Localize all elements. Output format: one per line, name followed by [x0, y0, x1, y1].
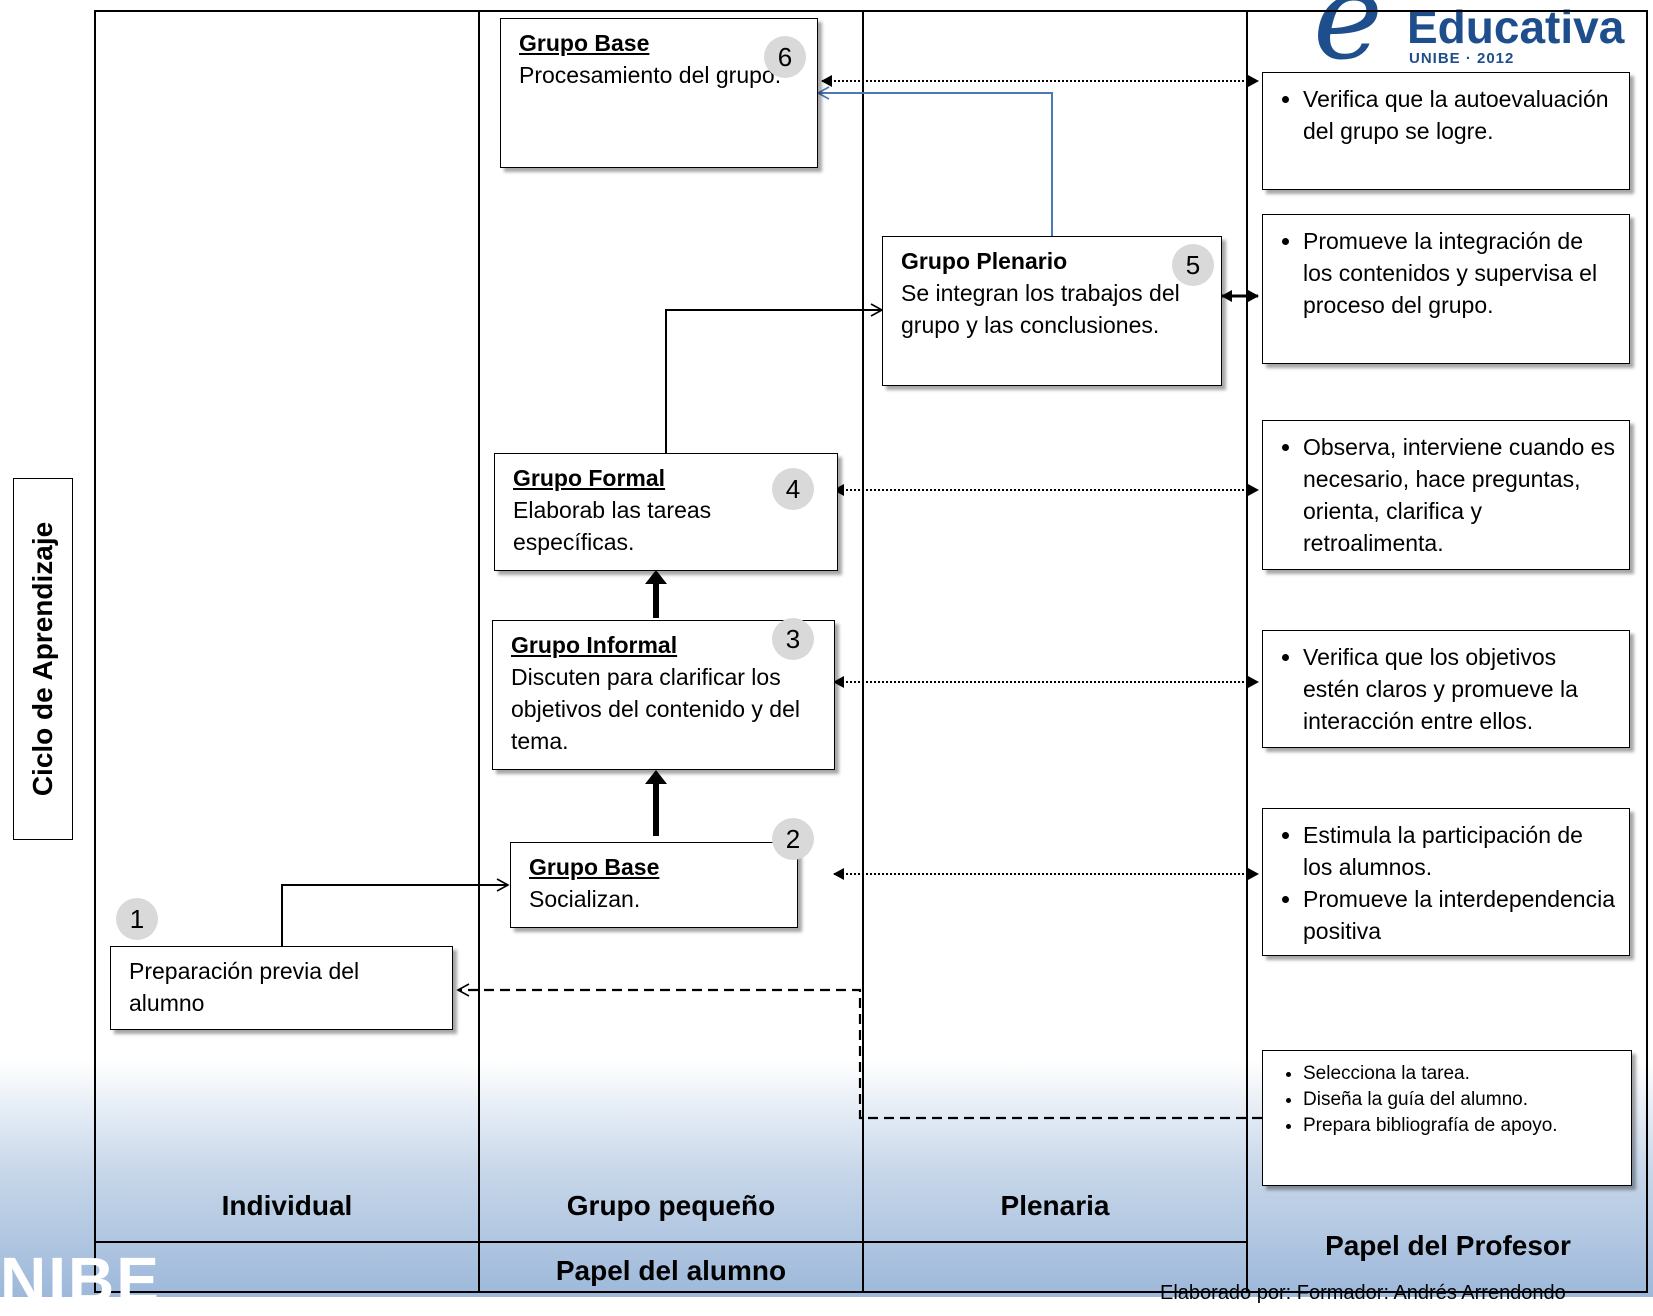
- profesor-6-item-2: Diseña la guía del alumno.: [1303, 1087, 1617, 1113]
- profesor-4-item-1: Verifica que los objetivos estén claros …: [1303, 641, 1615, 737]
- step-6-number: 6: [764, 36, 806, 78]
- side-label-box: Ciclo de Aprendizaje: [13, 478, 73, 840]
- step-4-desc: Elaborab las tareas específicas.: [513, 497, 712, 555]
- profesor-1-item-1: Verifica que la autoevaluación del grupo…: [1303, 83, 1615, 147]
- step-6-title: Grupo Base: [519, 30, 650, 56]
- step-2-desc: Socializan.: [529, 886, 641, 912]
- column-divider-2: [862, 10, 864, 1293]
- step-6-desc: Procesamiento del grupo.: [519, 62, 782, 88]
- profesor-box-2: Promueve la integración de los contenido…: [1262, 214, 1630, 364]
- connector-1-to-2: [281, 878, 510, 946]
- profesor-2-item-1: Promueve la integración de los contenido…: [1303, 225, 1615, 321]
- profesor-box-3: Observa, interviene cuando es necesario,…: [1262, 420, 1630, 570]
- unibe-watermark: NIBE: [0, 1244, 161, 1316]
- step-2-title: Grupo Base: [529, 854, 660, 880]
- step-3-title: Grupo Informal: [511, 632, 678, 658]
- diagram-frame: [94, 10, 1648, 1293]
- step-3-number: 3: [772, 618, 814, 660]
- credit-text: Elaborado por: Formador: Andrés Arrendon…: [1160, 1282, 1566, 1304]
- step-4-number: 4: [772, 468, 814, 510]
- step-1-desc: Preparación previa del alumno: [129, 958, 360, 1016]
- column-divider-1: [478, 10, 480, 1293]
- logo-letter: e: [1313, 0, 1383, 86]
- profesor-3-item-1: Observa, interviene cuando es necesario,…: [1303, 431, 1615, 559]
- profesor-box-1: Verifica que la autoevaluación del grupo…: [1262, 72, 1630, 190]
- column-label-grupo-pequeno: Grupo pequeño: [566, 1190, 776, 1221]
- step-2-box: Grupo Base Socializan.: [510, 842, 798, 928]
- step-6-box: Grupo Base Procesamiento del grupo.: [500, 18, 818, 168]
- step-5-desc: Se integran los trabajos del grupo y las…: [901, 280, 1180, 338]
- column-label-papel-profesor: Papel del Profesor: [1325, 1230, 1571, 1261]
- profesor-6-item-1: Selecciona la tarea.: [1303, 1061, 1617, 1087]
- column-label-plenaria: Plenaria: [1000, 1190, 1110, 1221]
- step-5-number: 5: [1172, 244, 1214, 286]
- column-label-individual: Individual: [221, 1190, 353, 1221]
- column-divider-3: [1246, 10, 1248, 1293]
- connector-5-to-6: [816, 86, 1053, 236]
- step-4-title: Grupo Formal: [513, 465, 666, 491]
- dashed-link-prep: [456, 983, 1262, 1120]
- step-5-title: Grupo Plenario: [901, 248, 1068, 274]
- profesor-box-6: Selecciona la tarea. Diseña la guía del …: [1262, 1050, 1632, 1186]
- step-3-box: Grupo Informal Discuten para clarificar …: [492, 620, 835, 770]
- profesor-5-item-1: Estimula la participación de los alumnos…: [1303, 819, 1615, 883]
- step-1-box: Preparación previa del alumno: [110, 946, 453, 1030]
- row-divider-alumno: [94, 1241, 1246, 1243]
- profesor-box-5: Estimula la participación de los alumnos…: [1262, 808, 1630, 956]
- profesor-box-4: Verifica que los objetivos estén claros …: [1262, 630, 1630, 748]
- connector-4-to-5: [665, 303, 884, 453]
- row-label-papel-alumno: Papel del alumno: [555, 1255, 787, 1286]
- logo-subtitle: UNIBE · 2012: [1409, 50, 1515, 67]
- profesor-6-item-3: Prepara bibliografía de apoyo.: [1303, 1113, 1617, 1139]
- step-1-number: 1: [116, 898, 158, 940]
- step-5-box: Grupo Plenario Se integran los trabajos …: [882, 236, 1222, 386]
- step-2-number: 2: [772, 818, 814, 860]
- profesor-5-item-2: Promueve la interdependencia positiva: [1303, 883, 1615, 947]
- step-3-desc: Discuten para clarificar los objetivos d…: [511, 664, 800, 754]
